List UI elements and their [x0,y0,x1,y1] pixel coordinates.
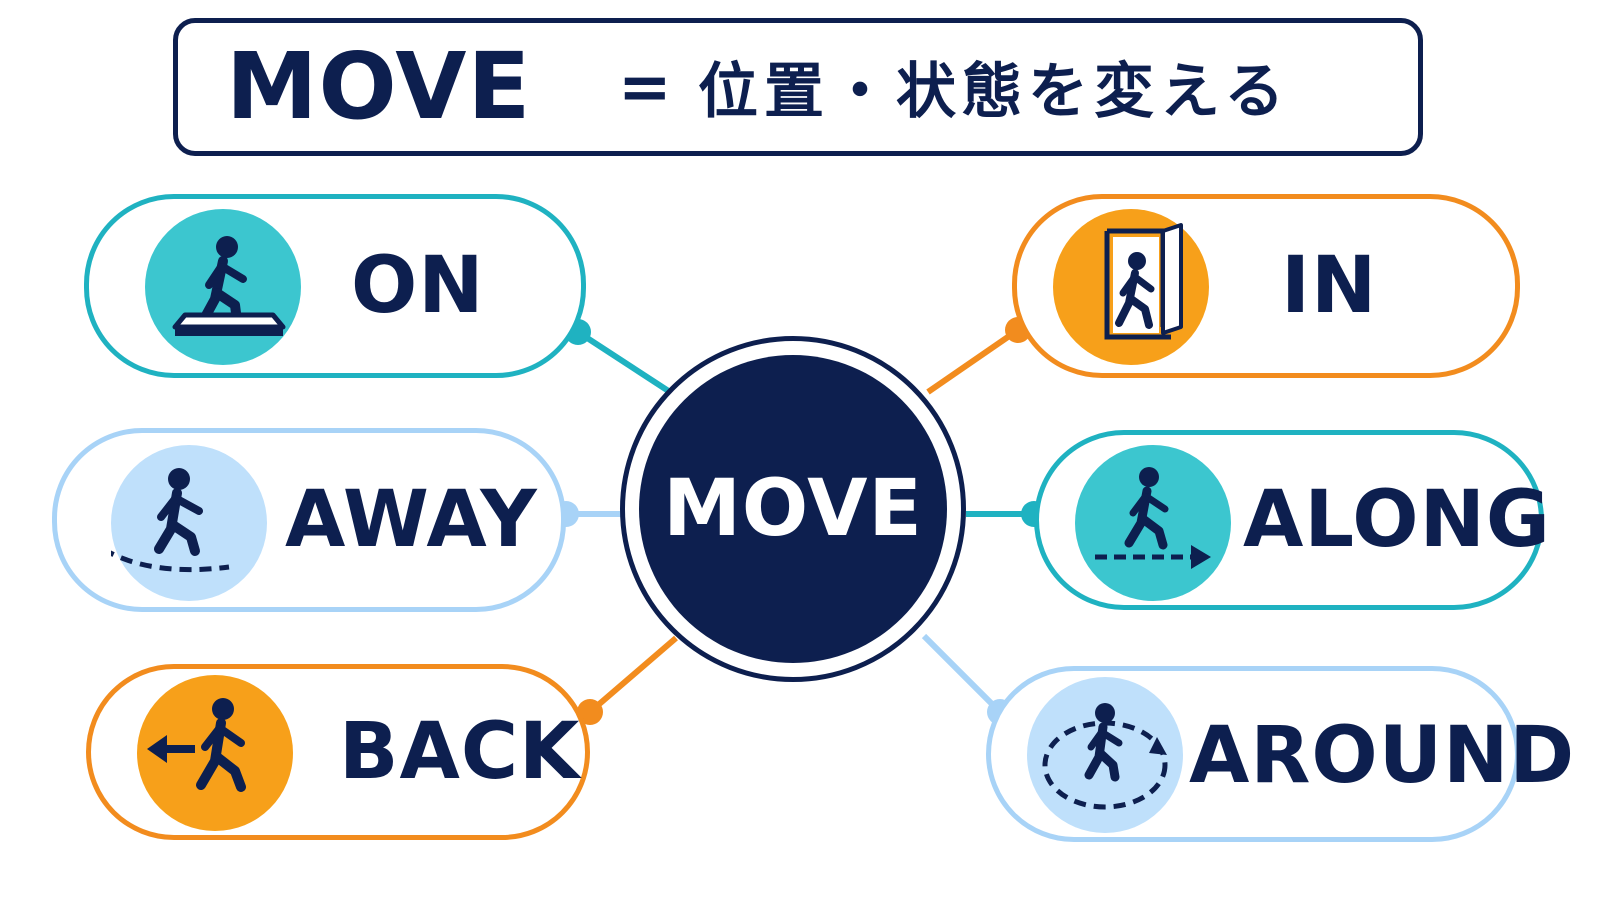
particle-card-in: IN [1012,194,1520,378]
title-box: MOVE = 位置・状態を変える [173,18,1423,156]
title-word: MOVE [226,33,532,140]
walking-onto-platform-icon [145,209,301,365]
particle-card-away: AWAY [52,428,566,612]
hub-inner: MOVE [639,355,947,663]
particle-label-away: AWAY [285,475,538,565]
particle-card-along: ALONG [1034,430,1550,610]
particle-label-back: BACK [339,707,581,797]
hub-circle: MOVE [620,336,966,682]
title-meaning: 位置・状態を変える [698,57,1291,127]
particle-label-in: IN [1281,241,1378,331]
particle-label-along: ALONG [1243,475,1551,565]
connector-around [921,633,1003,715]
walking-along-path-icon [1075,445,1231,601]
walking-into-door-icon [1053,209,1209,365]
particle-card-back: BACK [86,664,590,840]
particle-label-around: AROUND [1189,711,1576,801]
particle-label-on: ON [351,241,485,331]
walking-around-circle-icon [1027,677,1183,833]
connector-in [926,327,1020,395]
connector-back [588,635,678,715]
connector-on [576,329,672,395]
walking-back-arrow-icon [137,675,293,831]
walking-away-dashed-arrow-icon [111,445,267,601]
particle-card-on: ON [84,194,586,378]
particle-card-around: AROUND [986,666,1574,842]
title-equals: = [618,51,672,125]
hub-label: MOVE [663,464,923,554]
